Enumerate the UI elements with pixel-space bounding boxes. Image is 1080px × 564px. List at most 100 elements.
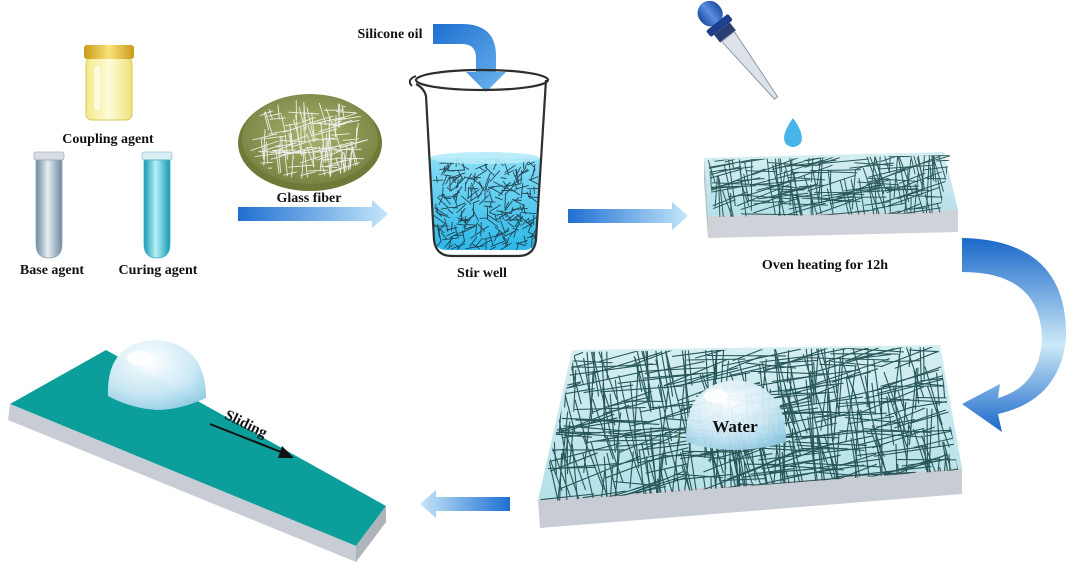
fiber-strand [504, 212, 512, 220]
fiber-strand [307, 124, 315, 143]
fiber-strand [926, 385, 950, 448]
fiber-strand [493, 229, 501, 242]
fiber-strand [702, 463, 770, 491]
coupling-agent-label: Coupling agent [62, 132, 154, 147]
fiber-strand [254, 152, 282, 158]
fiber-strand [451, 243, 466, 250]
fiber-strand [750, 155, 753, 211]
fiber-strand [514, 184, 529, 190]
fiber-strand [515, 166, 521, 177]
fiber-strand [808, 347, 871, 357]
fiber-strand [758, 452, 820, 461]
fiber-strand [886, 396, 895, 446]
fiber-strand [874, 182, 885, 209]
fiber-strand [633, 470, 685, 493]
fiber-strand [873, 359, 883, 421]
fiber-strand [785, 464, 865, 478]
fiber-strand [308, 115, 334, 124]
fiber-strand [496, 213, 503, 216]
fiber-strand [504, 184, 515, 195]
fiber-strand [504, 193, 506, 209]
fiber-strand [663, 367, 739, 387]
fiber-strand [913, 437, 954, 448]
dropper [697, 0, 802, 147]
fiber-strand [786, 375, 808, 434]
fiber-strand [440, 206, 451, 210]
fiber-strand [709, 443, 720, 502]
fiber-strand [532, 164, 536, 177]
fiber-strand [771, 369, 860, 383]
fiber-strand [953, 147, 954, 191]
fiber-strand [565, 371, 643, 389]
fiber-strand [269, 117, 286, 120]
fiber-strand [708, 199, 736, 217]
fiber-strand [470, 245, 485, 249]
fiber-strand [815, 197, 863, 215]
fiber-strand [493, 181, 508, 190]
fiber-strand [708, 166, 742, 176]
fiber-strand [718, 175, 721, 217]
fiber-strand [504, 227, 510, 234]
fiber-strand [336, 115, 364, 121]
fiber-strand [464, 219, 467, 231]
fiber-strand [832, 371, 861, 383]
fiber-strand [440, 232, 448, 240]
fiber-strand [461, 164, 470, 170]
fiber-strand [512, 207, 528, 210]
fiber-strand [482, 225, 490, 231]
fiber-strand [298, 107, 304, 123]
fiber-strand [837, 347, 846, 416]
fiber-strand [795, 193, 808, 217]
fiber-strand [757, 347, 838, 374]
fiber-strand [598, 468, 606, 502]
fiber-strand [511, 178, 523, 185]
fiber-strand [879, 398, 910, 404]
fiber-strand [774, 162, 781, 203]
fiber-strand [583, 357, 594, 415]
fiber-strand [866, 179, 889, 185]
fiber-strand [514, 243, 519, 250]
fiber-strand [782, 405, 793, 438]
fiber-strand [728, 458, 738, 493]
fiber-strand [812, 169, 822, 215]
fiber-strand [787, 354, 799, 406]
fiber-strand [872, 202, 907, 210]
fiber-strand [591, 347, 618, 400]
fiber-strand [288, 133, 294, 151]
fiber-strand [815, 412, 887, 418]
fiber-strand [527, 231, 534, 236]
fiber-strand [777, 159, 837, 168]
fiber-strand [786, 349, 790, 383]
fiber-strand [300, 116, 316, 123]
fiber-strand [283, 150, 289, 179]
fiber-strand [845, 365, 857, 442]
fiber-strand [844, 184, 885, 192]
fiber-strand [562, 411, 569, 460]
fiber-strand [553, 431, 619, 437]
fiber-strand [867, 177, 919, 182]
fiber-strand [604, 454, 667, 479]
fiber-strand [480, 222, 482, 237]
fiber-strand [903, 182, 910, 203]
fiber-strand [503, 212, 508, 218]
fiber-strand [876, 419, 916, 428]
fiber-strand [350, 141, 359, 167]
fiber-strand [521, 217, 530, 226]
fiber-strand [504, 201, 510, 211]
fiber-strand [827, 389, 834, 442]
fiber-strand [805, 462, 883, 468]
fiber-strand [471, 243, 481, 250]
fiber-strand [849, 162, 895, 169]
fiber-strand [310, 137, 336, 141]
fiber-strand [880, 347, 944, 368]
fiber-strand [864, 201, 892, 206]
fiber-strand [447, 244, 454, 250]
fiber-strand [794, 430, 852, 441]
fiber-strand [533, 186, 535, 195]
fiber-strand [461, 230, 466, 243]
fiber-strand [521, 211, 537, 215]
fiber-strand [629, 382, 640, 469]
fiber-strand [743, 173, 750, 202]
fiber-strand [489, 246, 497, 250]
